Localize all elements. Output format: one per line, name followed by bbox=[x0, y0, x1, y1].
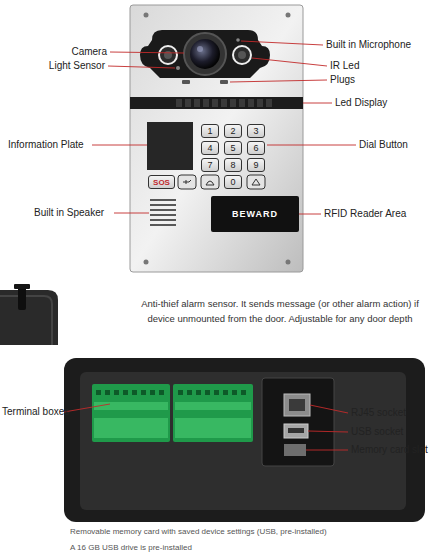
part-label: IR Led bbox=[330, 60, 359, 72]
screw bbox=[286, 260, 291, 265]
dial-key: 2 bbox=[224, 124, 242, 138]
part-label: Terminal boxes bbox=[2, 406, 69, 418]
part-label: RJ45 socket bbox=[351, 407, 406, 419]
screw bbox=[144, 260, 149, 265]
ir-led bbox=[159, 46, 177, 64]
back-housing bbox=[64, 358, 425, 522]
camera-lens bbox=[184, 33, 226, 75]
information-plate bbox=[147, 122, 193, 170]
screw bbox=[144, 13, 149, 18]
dial-key: 8 bbox=[224, 158, 242, 172]
leader-line bbox=[64, 404, 348, 450]
part-label: USB socket bbox=[351, 426, 403, 438]
plug bbox=[182, 80, 190, 84]
part-label: Built in Speaker bbox=[34, 207, 104, 219]
microphone bbox=[236, 38, 240, 42]
alarm-sensor-picture bbox=[0, 284, 58, 345]
panel-body bbox=[130, 5, 303, 272]
light-sensor bbox=[176, 66, 180, 70]
note: A 16 GB USB drive is pre-installed bbox=[70, 543, 192, 553]
rfid-reader: BEWARD bbox=[211, 196, 299, 232]
part-label: Information Plate bbox=[8, 139, 84, 151]
ir-led bbox=[233, 46, 251, 64]
note: Removable memory card with saved device … bbox=[70, 527, 327, 537]
part-label: RFID Reader Area bbox=[324, 208, 406, 220]
camera-module bbox=[140, 30, 270, 78]
sos-key: SOS bbox=[148, 175, 175, 189]
part-label: Built in Microphone bbox=[326, 39, 411, 51]
led-display bbox=[130, 97, 303, 109]
node-text: 4 bbox=[207, 143, 212, 153]
speaker-grille bbox=[150, 200, 176, 225]
node-text: SOS bbox=[153, 178, 170, 187]
node-text: 9 bbox=[253, 160, 258, 170]
plug bbox=[220, 80, 228, 84]
leader-line bbox=[92, 41, 356, 214]
dial-key: 4 bbox=[201, 141, 219, 155]
dial-key: 7 bbox=[201, 158, 219, 172]
dial-key: 9 bbox=[247, 158, 265, 172]
note: Anti-thief alarm sensor. It sends messag… bbox=[140, 297, 420, 326]
node-text: 5 bbox=[230, 143, 235, 153]
dial-key: 5 bbox=[224, 141, 242, 155]
node-text: BEWARD bbox=[232, 209, 278, 219]
dial-key: 6 bbox=[247, 141, 265, 155]
part-label: Memory card slot bbox=[351, 444, 428, 456]
node-text: 2 bbox=[230, 126, 235, 136]
part-label: Plugs bbox=[330, 74, 355, 86]
node-text: 1 bbox=[207, 126, 212, 136]
node-text: 8 bbox=[230, 160, 235, 170]
part-label: Light Sensor bbox=[49, 60, 105, 72]
part-label: Led Display bbox=[335, 97, 387, 109]
dial-key: 1 bbox=[201, 124, 219, 138]
screw bbox=[286, 13, 291, 18]
node-text: 0 bbox=[230, 177, 235, 187]
dial-key: 0 bbox=[224, 175, 242, 189]
node-text: 6 bbox=[253, 143, 258, 153]
dial-key: 3 bbox=[247, 124, 265, 138]
node-text: 7 bbox=[207, 160, 212, 170]
part-label: Dial Button bbox=[359, 139, 408, 151]
node-text: 3 bbox=[253, 126, 258, 136]
icon-key bbox=[178, 175, 265, 189]
part-label: Camera bbox=[71, 46, 107, 58]
